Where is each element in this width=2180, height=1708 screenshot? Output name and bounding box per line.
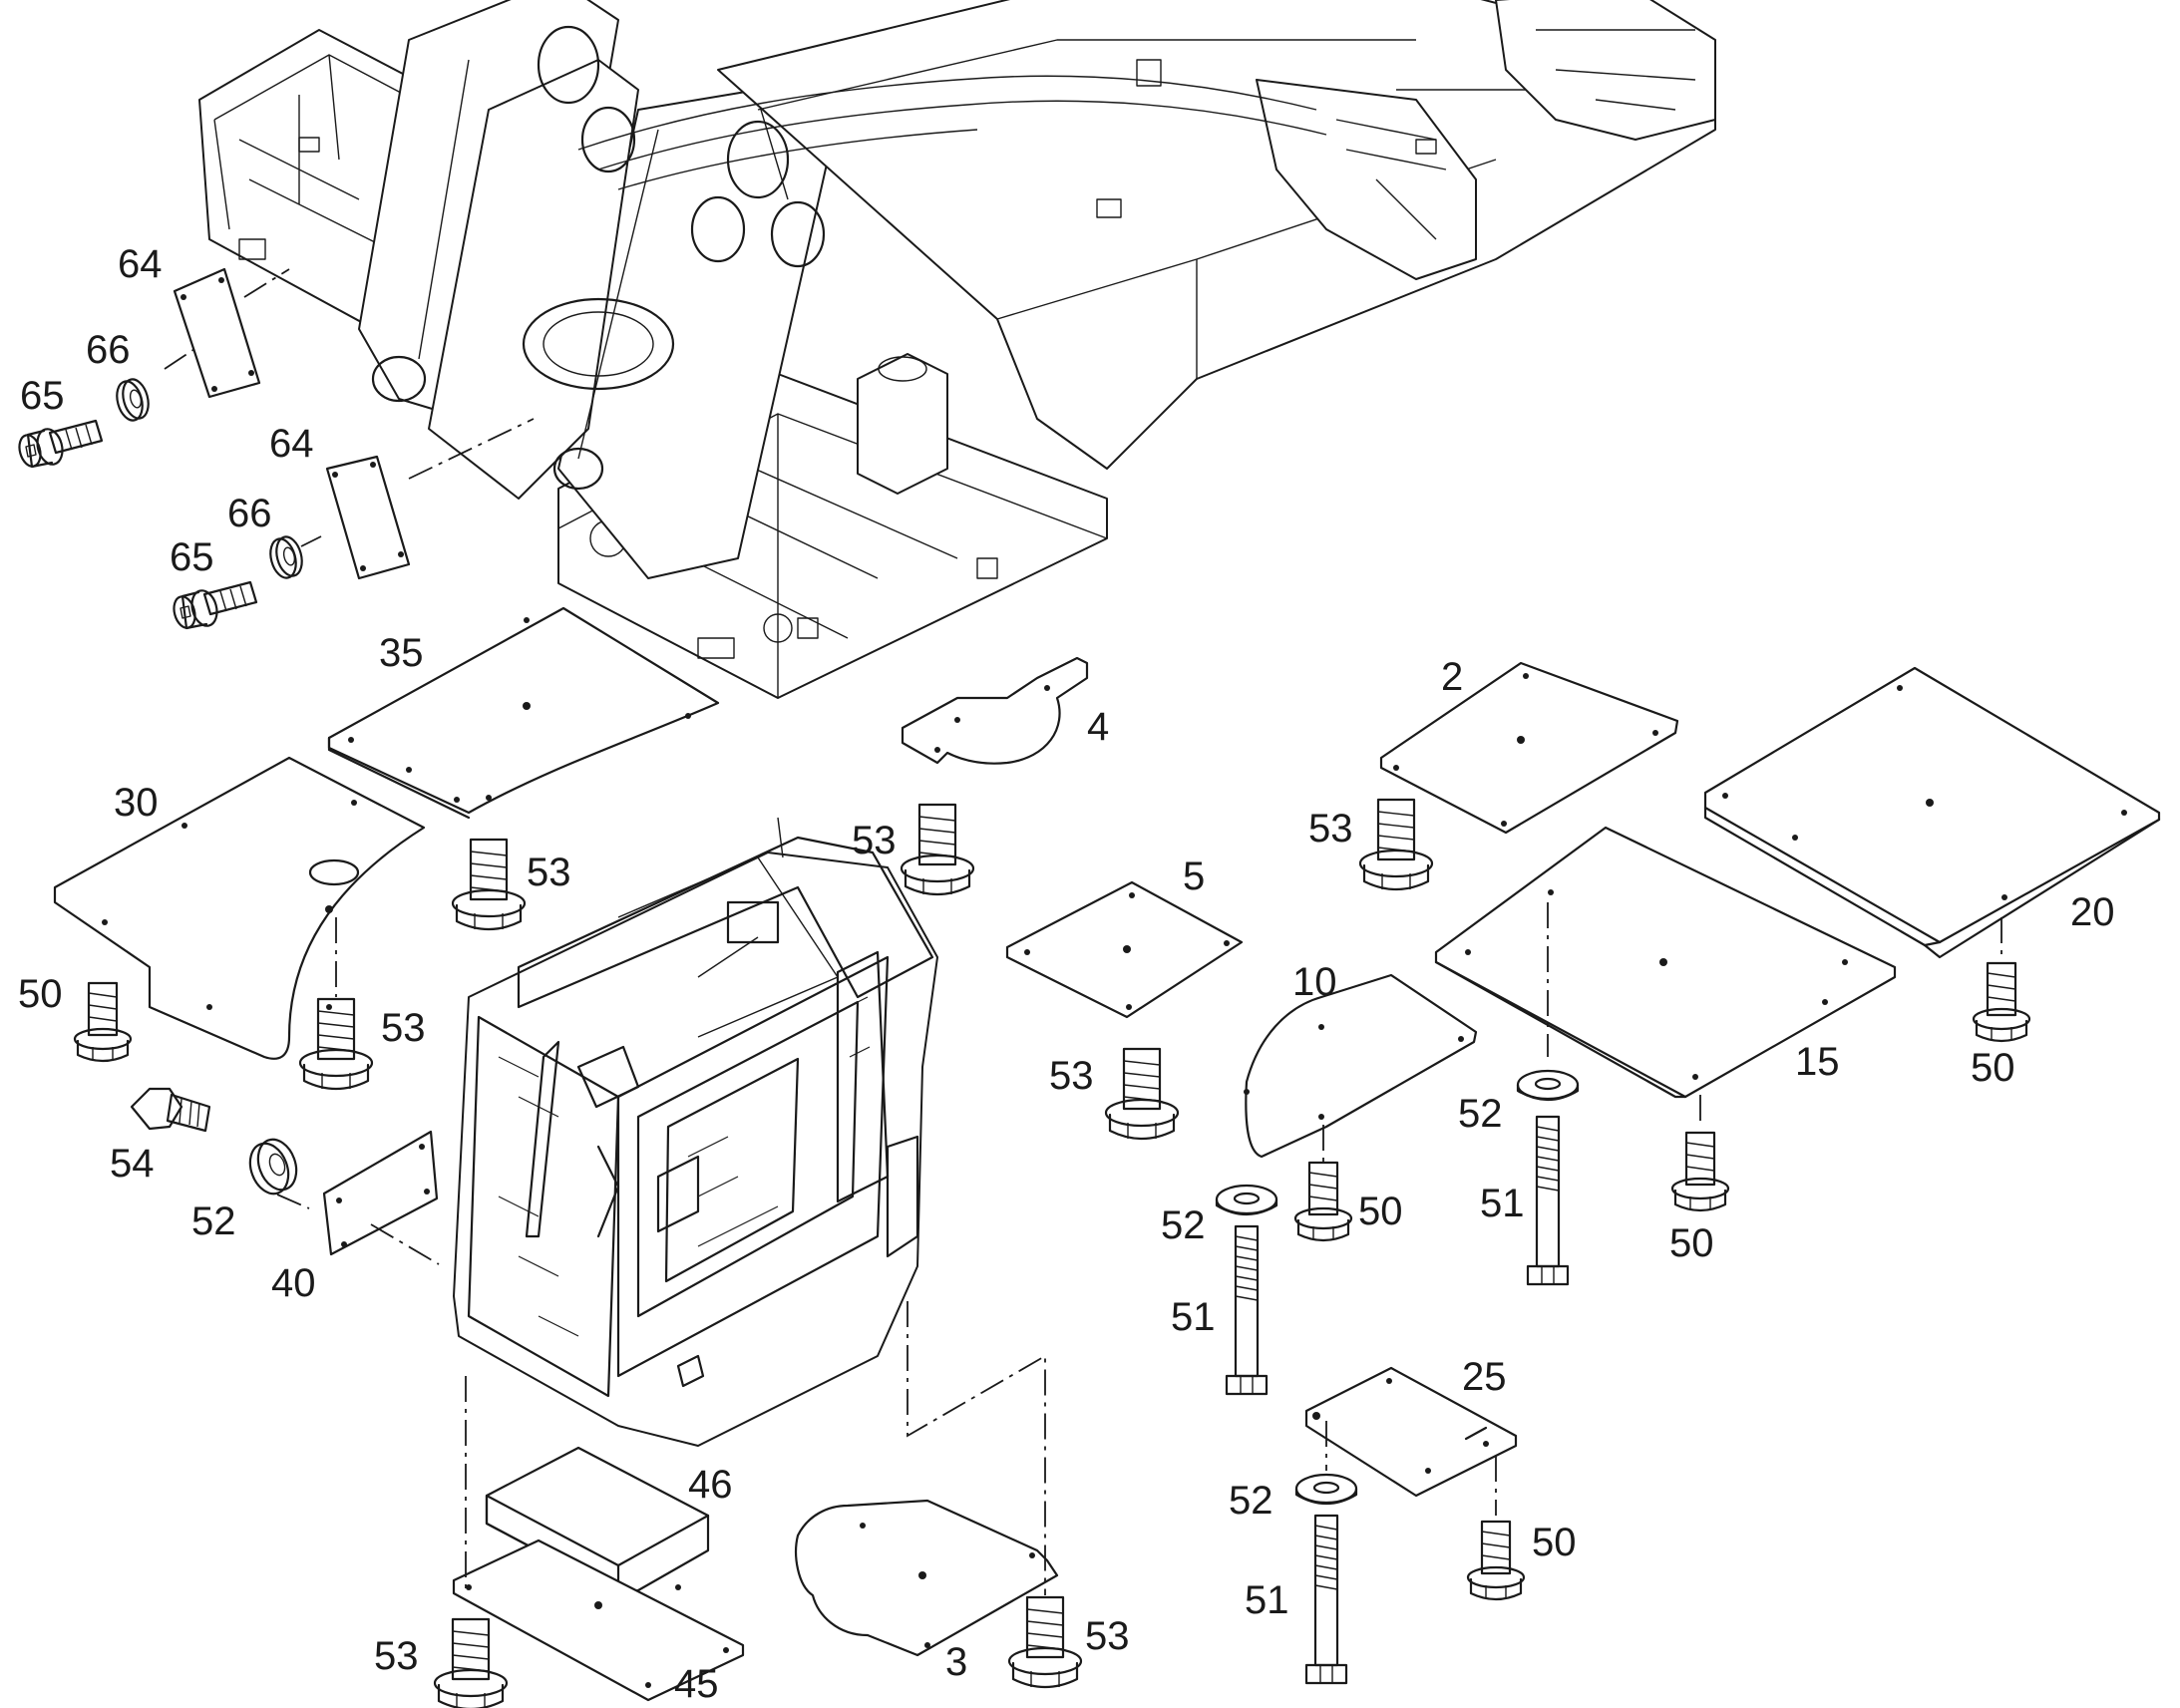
callout-52: 52 [1229, 1479, 1273, 1523]
flange-bolt-53-e [1104, 1047, 1180, 1141]
callout-53: 53 [852, 819, 897, 862]
floor-plate-20 [1703, 666, 2161, 959]
operator-cab [453, 817, 938, 1447]
callout-53: 53 [527, 851, 571, 894]
callout-66: 66 [86, 328, 131, 372]
callout-52: 52 [1458, 1092, 1503, 1136]
flange-bolt-53-d [298, 997, 374, 1091]
callout-66: 66 [227, 492, 272, 535]
floor-plate-45 [452, 1376, 745, 1702]
lock-washer-66-upper [112, 375, 154, 425]
callout-53: 53 [374, 1634, 419, 1678]
flange-bolt-50-a [73, 981, 133, 1063]
callout-53: 53 [381, 1006, 426, 1050]
washer-52-left [248, 1138, 298, 1196]
callout-65: 65 [20, 374, 65, 418]
upper-frame-structure [198, 0, 1716, 699]
washer-52-c [1215, 1184, 1278, 1216]
floor-plate-5 [1005, 880, 1244, 1019]
callout-20: 20 [2070, 890, 2115, 934]
callout-3: 3 [945, 1640, 967, 1684]
callout-46: 46 [688, 1463, 733, 1507]
callout-4: 4 [1087, 705, 1109, 749]
callout-40: 40 [271, 1261, 316, 1305]
floor-plate-25 [1304, 1366, 1518, 1516]
flange-bolt-50-e [1466, 1520, 1526, 1601]
callout-labels: 64 66 65 64 66 65 35 4 2 30 53 53 53 5 2… [18, 242, 2115, 1706]
callout-30: 30 [114, 781, 159, 825]
flange-bolt-53-a [451, 838, 527, 931]
flange-bolt-53-f [433, 1617, 509, 1708]
floor-plate-15 [1434, 826, 1897, 1127]
floor-plate-2 [1379, 661, 1679, 835]
flange-bolt-53-b [900, 803, 975, 896]
callout-53: 53 [1049, 1054, 1094, 1098]
callout-51: 51 [1480, 1182, 1525, 1225]
callout-5: 5 [1183, 854, 1205, 898]
floor-plate-3 [795, 1301, 1059, 1657]
callout-65: 65 [170, 535, 214, 579]
callout-51: 51 [1245, 1578, 1289, 1622]
floor-plate-10 [1244, 973, 1478, 1162]
callout-52: 52 [191, 1199, 236, 1243]
callout-2: 2 [1441, 655, 1463, 699]
callout-15: 15 [1795, 1040, 1840, 1084]
callout-53: 53 [1085, 1614, 1130, 1658]
callout-35: 35 [379, 631, 424, 675]
washer-52-d [1294, 1473, 1358, 1506]
washer-52-a [1516, 1069, 1580, 1102]
flange-bolt-53-c [1358, 798, 1434, 891]
cover-plate-40 [276, 1130, 440, 1265]
callout-50: 50 [1971, 1046, 2015, 1090]
callout-10: 10 [1292, 960, 1337, 1004]
callout-50: 50 [18, 972, 63, 1016]
callout-64: 64 [118, 242, 163, 286]
cap-screw-65-upper [15, 419, 104, 471]
callout-53: 53 [1308, 807, 1353, 851]
cover-plate-64-upper [164, 267, 290, 399]
callout-45: 45 [674, 1662, 719, 1706]
cap-screw-65-lower [170, 580, 258, 632]
callout-52: 52 [1161, 1203, 1206, 1247]
callout-50: 50 [1532, 1521, 1577, 1564]
flange-bolt-50-b [1972, 961, 2031, 1043]
floor-plate-30 [53, 756, 426, 1060]
long-bolt-51-a [1526, 1115, 1570, 1286]
long-bolt-51-c [1304, 1514, 1348, 1685]
hex-bolt-54 [130, 1087, 211, 1133]
callout-51: 51 [1171, 1295, 1216, 1339]
callout-50: 50 [1669, 1221, 1714, 1265]
callout-54: 54 [110, 1142, 155, 1186]
flange-bolt-53-g [1007, 1595, 1083, 1689]
floor-plate-4 [901, 656, 1089, 765]
cover-plate-64-lower [300, 418, 535, 580]
callout-64: 64 [269, 422, 314, 466]
flange-bolt-50-d [1293, 1161, 1353, 1242]
long-bolt-51-b [1225, 1224, 1269, 1396]
callout-50: 50 [1358, 1190, 1403, 1233]
lock-washer-66-lower [265, 532, 307, 582]
flange-bolt-50-c [1670, 1131, 1730, 1212]
callout-25: 25 [1462, 1355, 1507, 1399]
floor-plate-35 [327, 606, 720, 820]
